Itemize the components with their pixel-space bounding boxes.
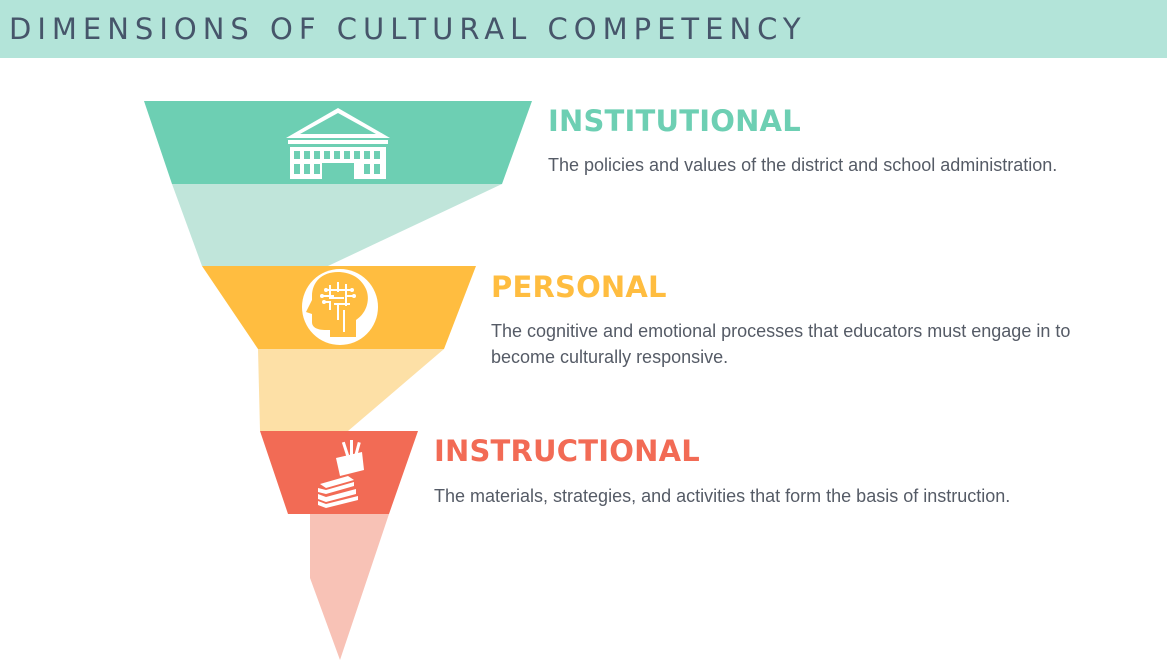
description-personal: The cognitive and emotional processes th… xyxy=(491,321,1071,367)
heading-institutional: INSTITUTIONAL xyxy=(548,104,801,138)
head-brain-icon xyxy=(302,269,378,345)
band-instructional xyxy=(260,431,418,514)
description-instructional: The materials, strategies, and activitie… xyxy=(434,486,1011,506)
connector-institutional-personal xyxy=(172,184,502,266)
school-building-icon xyxy=(286,108,390,179)
description-institutional: The policies and values of the district … xyxy=(548,155,1058,175)
books-pencils-icon xyxy=(318,440,364,508)
connector-instructional-tail xyxy=(310,514,389,660)
heading-instructional: INSTRUCTIONAL xyxy=(434,434,700,468)
connector-personal-instructional xyxy=(258,349,444,431)
page-title: DIMENSIONS OF CULTURAL COMPETENCY xyxy=(9,12,807,46)
heading-personal: PERSONAL xyxy=(491,270,667,304)
header-bar: DIMENSIONS OF CULTURAL COMPETENCY xyxy=(0,0,1167,58)
